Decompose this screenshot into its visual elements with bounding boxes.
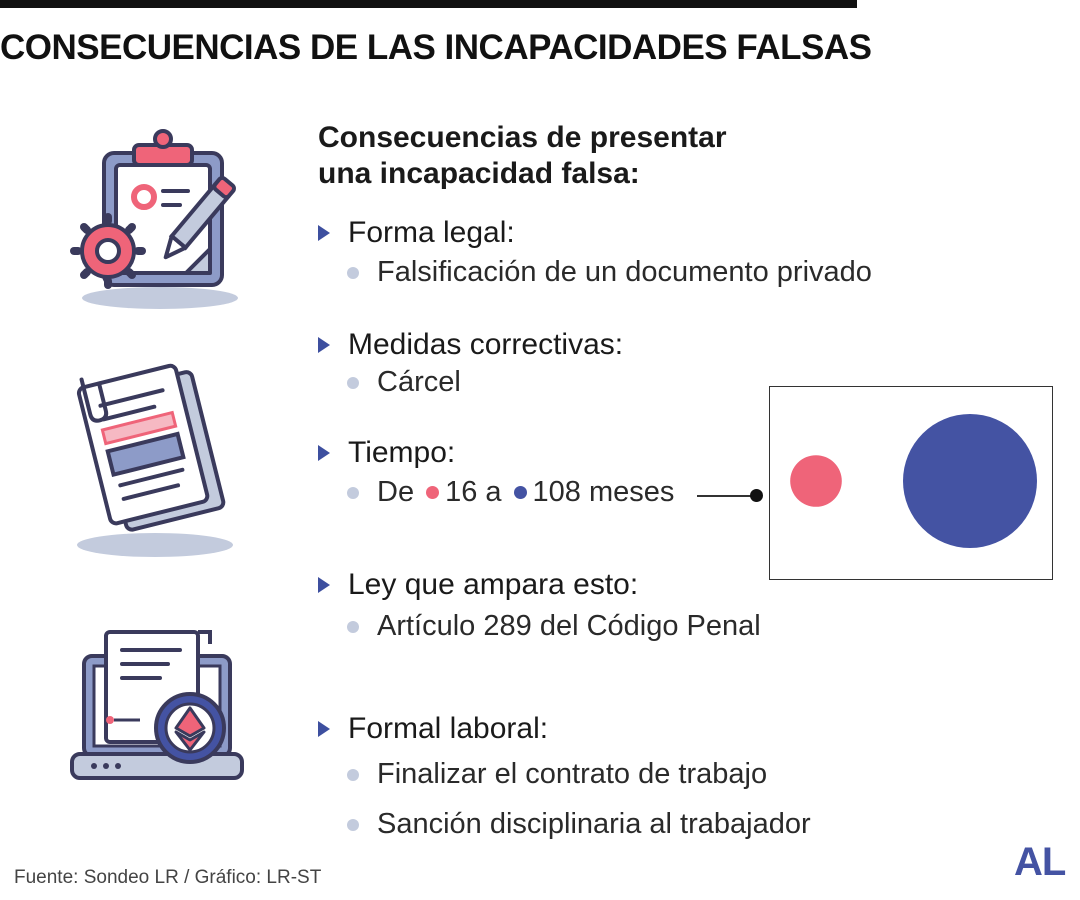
intro-line-2: una incapacidad falsa: [318,157,640,190]
section-forma-legal: Forma legal: [318,216,515,250]
source-credit: Fuente: Sondeo LR / Gráfico: LR-ST [14,867,322,888]
min-legend-dot [426,486,440,499]
bubble-min [790,455,842,507]
triangle-bullet-icon [318,577,330,593]
section-medidas-correctivas: Medidas correctivas: [318,328,623,362]
list-item: Falsificación de un documento privado [347,256,872,289]
connector-dot [750,489,763,502]
page-title: CONSECUENCIAS DE LAS INCAPACIDADES FALSA… [0,28,872,67]
dot-bullet-icon [347,486,359,499]
triangle-bullet-icon [318,337,330,353]
section-label: Formal laboral: [348,712,549,745]
time-prefix: De [377,476,415,508]
section-label: Forma legal: [348,216,515,249]
section-tiempo: Tiempo: [318,436,455,470]
documents-paperclip-icon [76,363,233,557]
clipboard-gear-pencil-icon [70,129,238,309]
laptop-document-ethereum-icon [70,630,244,780]
section-label: Ley que ampara esto: [348,568,639,601]
max-legend-dot [513,486,527,499]
section-formal-laboral: Formal laboral: [318,712,548,746]
section-label: Tiempo: [348,436,456,469]
time-min-label: 16 a [445,476,502,508]
time-bubble-box [769,386,1053,580]
triangle-bullet-icon [318,721,330,737]
section-label: Medidas correctivas: [348,328,624,361]
section-ley: Ley que ampara esto: [318,568,638,602]
bubble-max [903,414,1037,548]
triangle-bullet-icon [318,445,330,461]
top-rule [0,0,857,8]
connector-line [697,495,755,497]
dot-bullet-icon [347,266,359,279]
intro-line-1: Consecuencias de presentar [318,121,727,154]
dot-bullet-icon [347,620,359,633]
list-item: Artículo 289 del Código Penal [347,610,761,643]
dot-bullet-icon [347,768,359,781]
list-item: Finalizar el contrato de trabajo [347,758,767,791]
list-item: Cárcel [347,366,461,399]
triangle-bullet-icon [318,225,330,241]
time-bubble-chart [790,414,1037,548]
time-range-item: De 16 a 108 meses [347,476,674,509]
list-item: Sanción disciplinaria al trabajador [347,808,811,841]
intro-heading: Consecuencias de presentar una incapacid… [318,120,878,192]
dot-bullet-icon [347,818,359,831]
dot-bullet-icon [347,376,359,389]
publisher-logo: AL [1014,840,1066,884]
time-max-label: 108 meses [532,476,675,508]
